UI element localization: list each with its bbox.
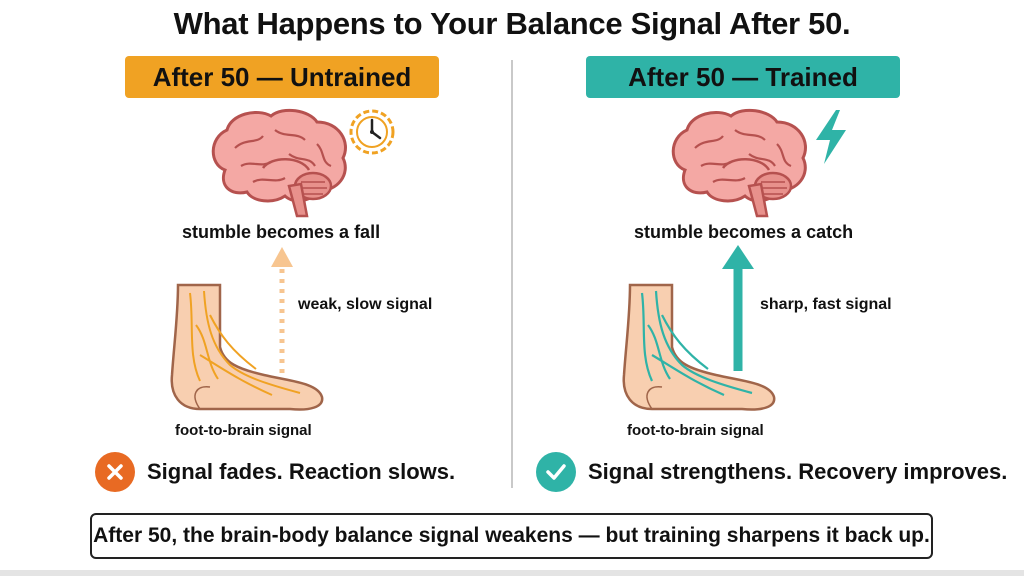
clock-icon (349, 109, 395, 155)
trained-header: After 50 — Trained (586, 56, 900, 98)
weak-signal-label: weak, slow signal (298, 296, 433, 313)
center-divider (511, 60, 513, 488)
summary-box: After 50, the brain-body balance signal … (90, 513, 933, 559)
untrained-header: After 50 — Untrained (125, 56, 439, 98)
trained-verdict: Signal strengthens. Recovery improves. (536, 452, 1007, 492)
strong-signal-label: sharp, fast signal (760, 296, 892, 313)
check-circle-icon (536, 452, 576, 492)
lightning-icon (816, 110, 846, 164)
foot-illustration-left (170, 283, 324, 411)
trained-foot-label: foot-to-brain signal (627, 422, 764, 439)
foot-illustration-right (622, 283, 776, 411)
untrained-foot-label: foot-to-brain signal (175, 422, 312, 439)
strong-signal-arrow (722, 245, 754, 371)
bottom-strip (0, 570, 1024, 576)
brain-illustration-left (211, 108, 347, 218)
trained-verdict-text: Signal strengthens. Recovery improves. (588, 459, 1008, 484)
x-circle-icon (95, 452, 135, 492)
weak-signal-arrow (271, 247, 293, 383)
brain-illustration-right (671, 108, 807, 218)
untrained-caption: stumble becomes a fall (182, 222, 381, 242)
page-title: What Happens to Your Balance Signal Afte… (173, 6, 851, 41)
trained-caption: stumble becomes a catch (634, 222, 854, 242)
untrained-verdict: Signal fades. Reaction slows. (95, 452, 455, 492)
untrained-verdict-text: Signal fades. Reaction slows. (147, 459, 456, 484)
